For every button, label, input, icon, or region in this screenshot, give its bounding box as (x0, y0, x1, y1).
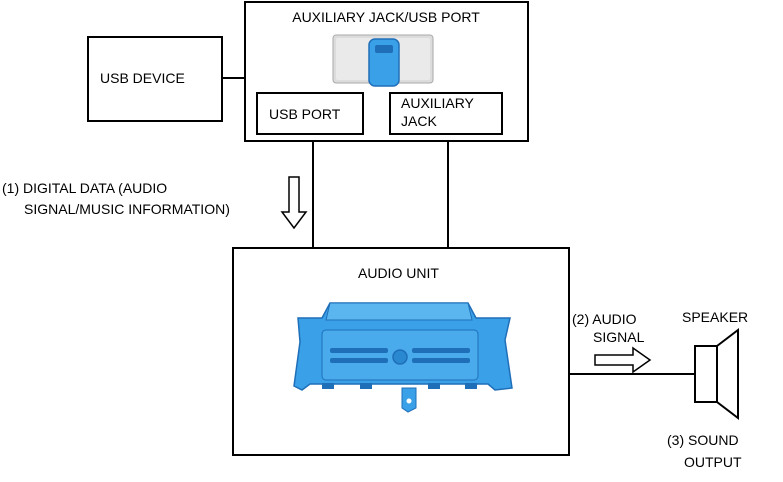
digital-data-arrow-icon (280, 176, 308, 230)
aux-jack-label-line2: JACK (401, 113, 437, 129)
audio-unit-part-image (293, 302, 513, 413)
audio-unit-label: AUDIO UNIT (358, 265, 439, 281)
speaker-icon (694, 327, 739, 421)
usb-port-box (256, 92, 364, 135)
usb-port-label: USB PORT (269, 106, 341, 122)
audio-signal-label-line1: (2) AUDIO (572, 311, 637, 327)
speaker-label: SPEAKER (682, 309, 748, 325)
aux-usb-part-image (332, 34, 434, 87)
aux-jack-box (389, 92, 503, 135)
digital-data-label-line1: (1) DIGITAL DATA (AUDIO (2, 180, 167, 196)
usb-device-label: USB DEVICE (100, 70, 185, 86)
audio-signal-label-line2: SIGNAL (593, 329, 645, 345)
sound-output-label-line1: (3) SOUND (667, 432, 739, 448)
usb-device-box (87, 36, 223, 122)
digital-data-label-line2: SIGNAL/MUSIC INFORMATION) (24, 201, 230, 217)
aux-usb-module-title: AUXILIARY JACK/USB PORT (292, 9, 480, 25)
sound-output-label-line2: OUTPUT (684, 454, 742, 470)
aux-jack-label-line1: AUXILIARY (401, 95, 475, 111)
audio-signal-arrow-icon (594, 346, 652, 374)
